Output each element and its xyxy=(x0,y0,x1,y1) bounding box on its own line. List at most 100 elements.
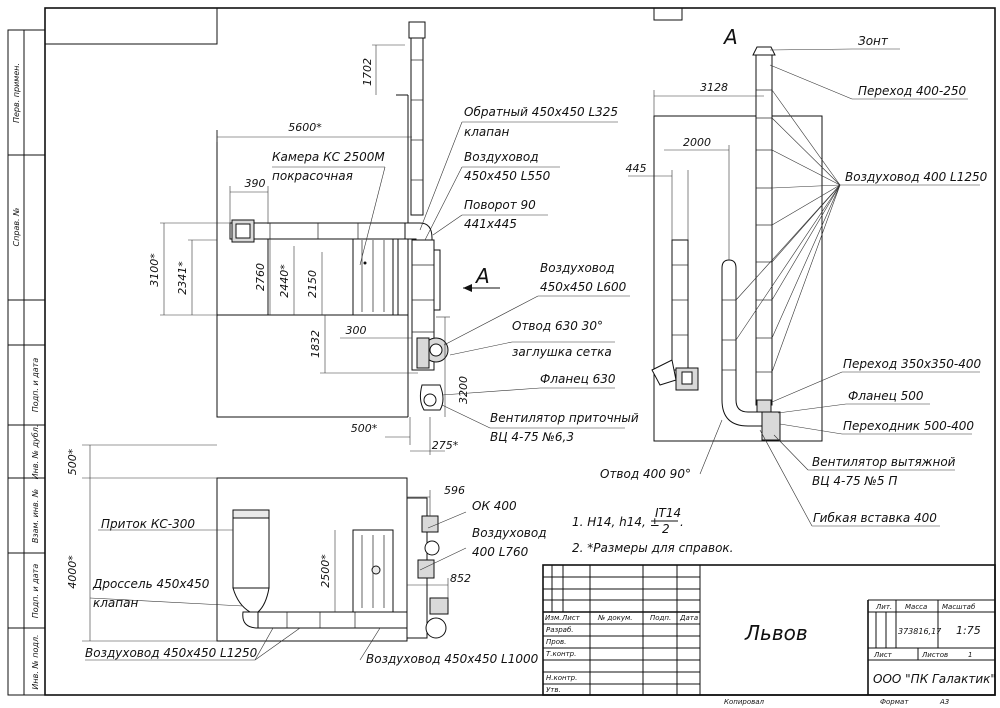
note-1-prefix: 1. H14, h14, ± xyxy=(572,515,660,529)
dim-500-plan: 500* xyxy=(66,448,79,475)
label-otvod-400: Отвод 400 90° xyxy=(600,467,691,481)
tb-col-izm: Изм. xyxy=(545,614,561,622)
label-povorot: Поворот 90 xyxy=(464,198,536,212)
dim-4000: 4000* xyxy=(66,555,79,589)
right-view-labels: А Зонт Переход 400-250 Воздуховод 400 L1… xyxy=(600,25,988,525)
label-obratny-klapan: Обратный 450х450 L325 xyxy=(464,105,618,119)
label-perehod-400: Переход 400-250 xyxy=(858,84,966,98)
label-vent-pritoch-sub: ВЦ 4-75 №6,3 xyxy=(490,430,574,444)
note-1-dot: . xyxy=(680,515,684,529)
tb-massa-value: 373816,17 xyxy=(898,627,942,636)
tb-masshtab-value: 1:75 xyxy=(956,624,981,637)
tb-listov-value: 1 xyxy=(968,651,972,659)
label-zaglushka: заглушка сетка xyxy=(512,345,612,359)
tb-massa: Масса xyxy=(905,603,927,611)
dim-2000: 2000 xyxy=(683,136,711,149)
dim-2440: 2440* xyxy=(278,264,291,298)
right-view-dimensions: 3128 2000 445 xyxy=(626,81,764,260)
tb-list: Лист xyxy=(873,651,893,659)
view-a-marker-right: А xyxy=(722,25,738,49)
label-vozduhovod-550-sub: 450х450 L550 xyxy=(464,169,551,183)
dim-852: 852 xyxy=(450,572,471,585)
side-label-vzam-inv: Взам. инв. № xyxy=(31,489,40,543)
dim-1702: 1702 xyxy=(361,58,374,86)
dim-5600: 5600* xyxy=(288,121,322,134)
label-kamera: Камера КС 2500М xyxy=(272,150,385,164)
dim-2150: 2150 xyxy=(306,270,319,298)
tb-col-list: Лист xyxy=(561,614,581,622)
tb-col-docum: № докум. xyxy=(597,614,633,622)
left-view-leaders xyxy=(272,121,630,429)
dim-3100: 3100* xyxy=(148,253,161,287)
tb-lit: Лит. xyxy=(875,603,892,611)
right-view-leaders xyxy=(699,48,980,527)
tb-nkontr: Н.контр. xyxy=(546,674,577,682)
dim-3128: 3128 xyxy=(700,81,728,94)
dim-1832: 1832 xyxy=(309,330,322,358)
notes: 1. H14, h14, ± IT14 2 . 2. *Размеры для … xyxy=(572,506,733,555)
tb-listov: Листов xyxy=(921,651,948,659)
label-vent-vytyazhnoy: Вентилятор вытяжной xyxy=(812,455,956,469)
drawing-name: Львов xyxy=(744,621,808,645)
dim-596: 596 xyxy=(444,484,465,497)
plan-view-labels: Приток КС-300 Дроссель 450х450 клапан Во… xyxy=(85,499,547,666)
note-1-numerator: IT14 xyxy=(655,506,681,520)
label-perehodnik: Переходник 500-400 xyxy=(843,419,974,433)
title-block xyxy=(542,564,996,696)
label-gibkaya-vstavka: Гибкая вставка 400 xyxy=(813,511,937,525)
label-otvod-630: Отвод 630 30° xyxy=(512,319,603,333)
side-label-inv-dubl: Инв. № дубл. xyxy=(31,425,40,480)
side-label-podp-data-2: Подп. и дата xyxy=(31,564,40,619)
label-vozduhovod-600-sub: 450х450 L600 xyxy=(540,280,627,294)
label-drossel: Дроссель 450х450 xyxy=(92,577,210,591)
label-perehod-350: Переход 350х350-400 xyxy=(843,357,981,371)
left-view-dimensions: 1702 5600* 390 3100* 2341* 2760 2440* 21… xyxy=(148,44,470,455)
side-strip-labels: Перв. примен. Справ. № Подп. и дата Инв.… xyxy=(12,63,40,690)
label-zont: Зонт xyxy=(858,34,889,48)
tb-col-data: Дата xyxy=(679,614,698,622)
dim-300: 300 xyxy=(346,324,367,337)
label-pritok: Приток КС-300 xyxy=(101,517,195,531)
dim-275: 275* xyxy=(432,439,459,452)
dim-500-left: 500* xyxy=(351,422,378,435)
dim-390: 390 xyxy=(245,177,266,190)
dim-2500: 2500* xyxy=(319,554,332,588)
side-label-sprav-no: Справ. № xyxy=(12,208,21,247)
tb-kopiroval: Копировал xyxy=(724,698,765,706)
side-label-podp-data-1: Подп. и дата xyxy=(31,358,40,413)
dim-2341: 2341* xyxy=(176,261,189,295)
left-view xyxy=(216,21,500,418)
plan-view-leaders xyxy=(85,511,467,661)
view-a-marker-left: А xyxy=(474,264,490,288)
plan-view-dimensions: 500* 4000* 596 2500* 852 xyxy=(66,444,471,642)
side-label-inv-podl: Инв. № подл. xyxy=(31,634,40,689)
label-vent-pritoch: Вентилятор приточный xyxy=(490,411,639,425)
plan-view xyxy=(216,477,449,642)
tb-col-podp: Подп. xyxy=(650,614,671,622)
note-1-denominator: 2 xyxy=(662,522,670,536)
label-ok-400: ОК 400 xyxy=(472,499,517,513)
dim-3200: 3200 xyxy=(457,376,470,404)
label-vozduhovod-1000: Воздуховод 450х450 L1000 xyxy=(366,652,539,666)
side-label-perv-primen: Перв. примен. xyxy=(12,63,21,123)
label-vozduhovod-760: Воздуховод xyxy=(472,526,547,540)
label-vozduhovod-600: Воздуховод xyxy=(540,261,615,275)
label-povorot-sub: 441х445 xyxy=(464,217,517,231)
label-drossel-sub: клапан xyxy=(93,596,138,610)
dim-2760: 2760 xyxy=(254,263,267,291)
tb-tkontr: Т.контр. xyxy=(546,650,576,658)
dim-445: 445 xyxy=(626,162,647,175)
label-vent-vytyazhnoy-sub: ВЦ 4-75 №5 П xyxy=(812,474,897,488)
label-kamera-sub: покрасочная xyxy=(272,169,353,183)
label-vozduhovod-550: Воздуховод xyxy=(464,150,539,164)
label-flanets-500: Фланец 500 xyxy=(848,389,924,403)
right-view xyxy=(651,46,823,442)
tb-prov: Пров. xyxy=(546,638,566,646)
label-vozduhovod-1250: Воздуховод 450х450 L1250 xyxy=(85,646,258,660)
label-vozduhovod-760-sub: 400 L760 xyxy=(472,545,529,559)
label-flanets-630: Фланец 630 xyxy=(540,372,616,386)
tb-masshtab: Масштаб xyxy=(942,603,976,611)
tb-utv: Утв. xyxy=(546,686,561,694)
